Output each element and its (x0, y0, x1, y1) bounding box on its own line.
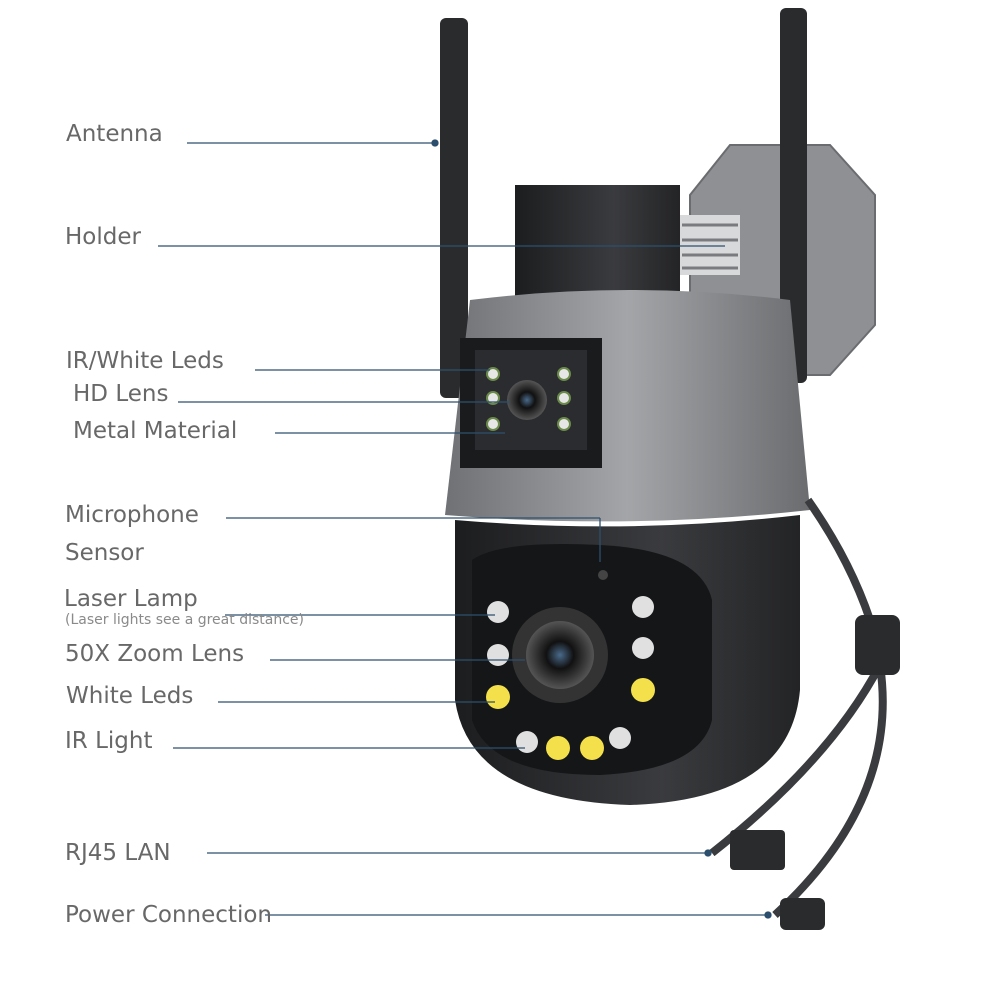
right-antenna (780, 8, 807, 383)
label-metal-material: Metal Material (73, 418, 238, 444)
holder-block (515, 185, 680, 305)
power-connector (780, 898, 825, 930)
label-microphone: Microphone (65, 502, 199, 528)
label-laser-lamp: Laser Lamp (64, 586, 198, 612)
label-sensor: Sensor (65, 540, 144, 566)
label-antenna: Antenna (66, 121, 163, 147)
label-white-leds: White Leds (66, 683, 194, 709)
label-ir-light: IR Light (65, 728, 153, 754)
label-laser-lamp-note: (Laser lights see a great distance) (65, 612, 304, 628)
left-antenna (440, 18, 468, 398)
label-ir-white-leds: IR/White Leds (66, 348, 224, 374)
rj45-connector (730, 830, 785, 870)
hd-lens (507, 380, 547, 420)
label-hd-lens: HD Lens (73, 381, 169, 407)
label-rj45: RJ45 LAN (65, 840, 171, 866)
label-holder: Holder (65, 224, 141, 250)
label-power: Power Connection (65, 902, 272, 928)
label-zoom-lens: 50X Zoom Lens (65, 641, 245, 667)
